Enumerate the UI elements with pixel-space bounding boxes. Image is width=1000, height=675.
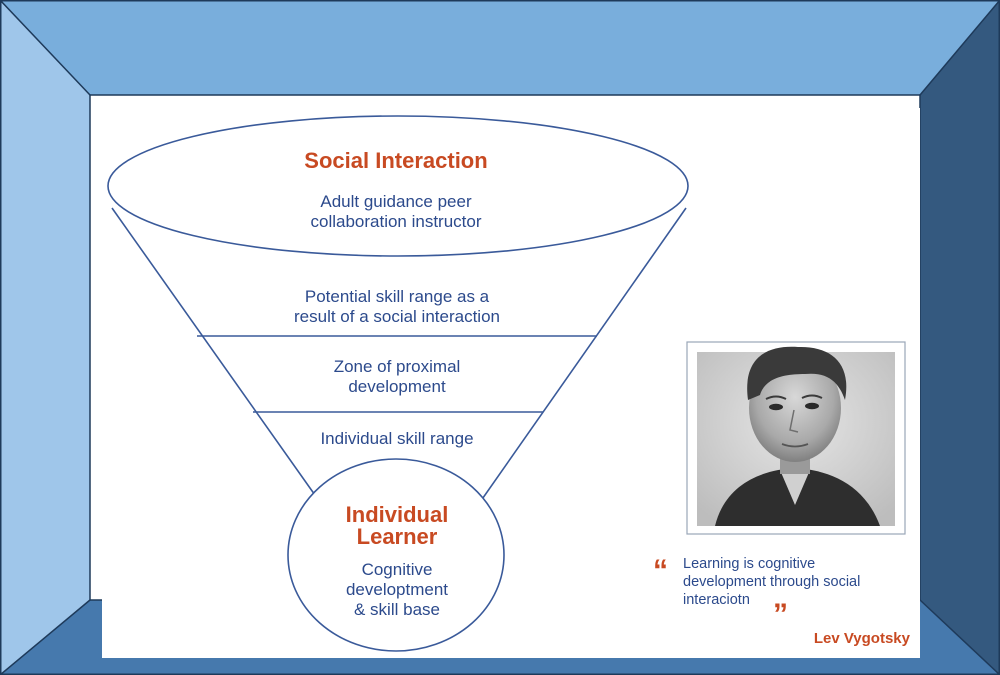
frame-right-bevel (920, 0, 1000, 675)
quote-line-2: development through social (683, 574, 860, 590)
individual-learner-title-2: Learner (357, 524, 438, 549)
potential-skill-line-1: Potential skill range as a (305, 287, 490, 306)
social-interaction-line-2: collaboration instructor (310, 212, 481, 231)
zpd-line-1: Zone of proximal (334, 357, 461, 376)
zpd-line-2: development (348, 377, 446, 396)
quote-open-mark: “ (653, 554, 668, 587)
portrait-photo (686, 341, 906, 535)
frame-corner-tl (0, 0, 91, 96)
social-interaction-ellipse (107, 115, 689, 257)
individual-learner-line-2: developtment (346, 580, 448, 599)
frame-corner-br (919, 599, 1000, 675)
frame-top-bevel (0, 0, 1000, 95)
funnel-right-side (477, 207, 687, 506)
social-interaction-line-1: Adult guidance peer (320, 192, 472, 211)
quote-line-3: interaciotn (683, 592, 750, 608)
quote-line-1: Learning is cognitive (683, 556, 815, 572)
individual-learner-circle (287, 458, 505, 652)
individual-skill-range-label: Individual skill range (320, 429, 473, 448)
funnel-left-side (111, 207, 323, 506)
individual-learner-title-1: Individual (346, 502, 449, 527)
quote-author: Lev Vygotsky (814, 630, 911, 647)
quote-close-mark: ” (773, 598, 788, 631)
individual-learner-line-3: & skill base (354, 600, 440, 619)
social-interaction-title: Social Interaction (304, 148, 487, 173)
potential-skill-line-2: result of a social interaction (294, 307, 500, 326)
frame-corner-bl (0, 599, 91, 675)
individual-learner-line-1: Cognitive (362, 560, 433, 579)
frame-corner-tr (919, 0, 1000, 96)
frame-left-bevel (0, 0, 90, 675)
